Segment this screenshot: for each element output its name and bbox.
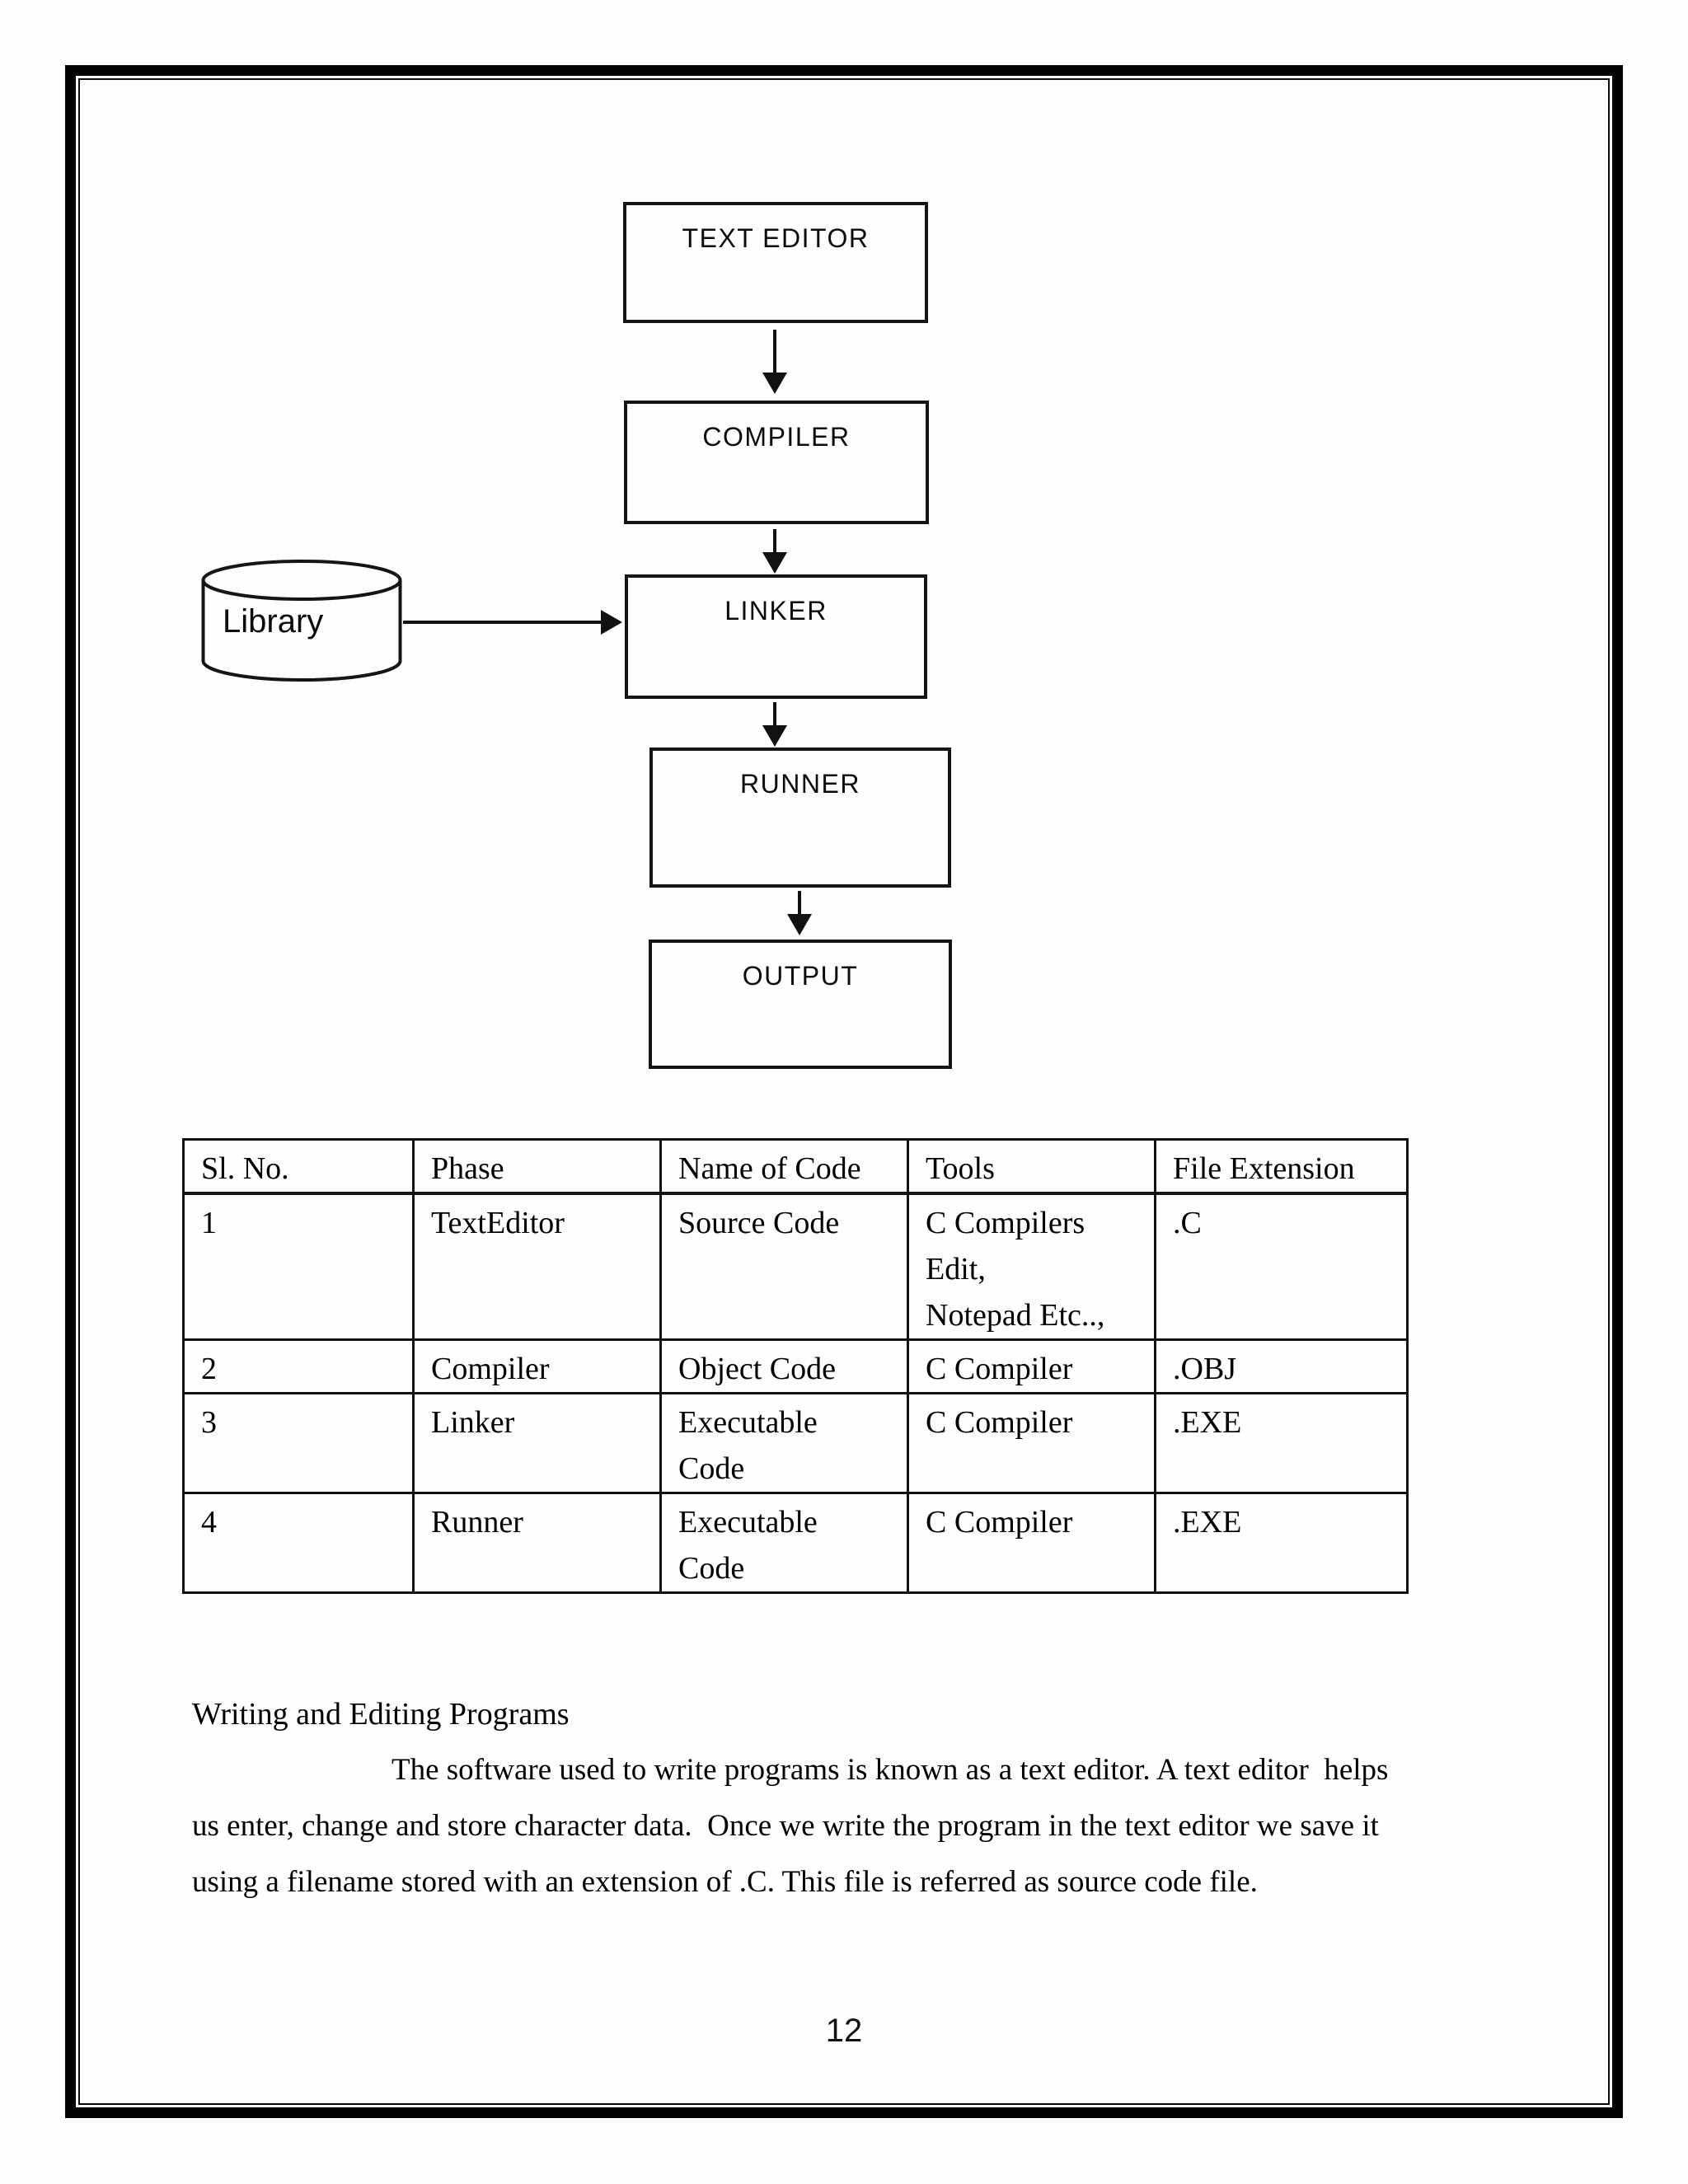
- table-cell: .OBJ: [1154, 1338, 1409, 1394]
- table-cell: .EXE: [1154, 1492, 1409, 1594]
- table-cell: Runner: [412, 1492, 662, 1594]
- table-cell: TextEditor: [412, 1192, 662, 1341]
- table-cell: C Compiler: [907, 1338, 1156, 1394]
- arrowhead-down-icon: [762, 552, 787, 574]
- page-border-inner: [78, 78, 1610, 2105]
- paragraph-line: using a filename stored with an extensio…: [192, 1865, 1258, 1899]
- arrowhead-down-icon: [762, 373, 787, 394]
- table-cell: C Compiler: [907, 1392, 1156, 1494]
- library-label: Library: [223, 603, 324, 640]
- paragraph-line: The software used to write programs is k…: [392, 1753, 1389, 1787]
- table-cell: C Compilers Edit, Notepad Etc..,: [907, 1192, 1156, 1341]
- arrow-texteditor-to-compiler: [773, 330, 776, 373]
- arrowhead-down-icon: [762, 725, 787, 747]
- col-header-slno: Sl. No.: [182, 1138, 415, 1195]
- page-number: 12: [825, 2013, 863, 2049]
- table-cell: C Compiler: [907, 1492, 1156, 1594]
- table-cell: Executable Code: [659, 1492, 909, 1594]
- table-cell: Executable Code: [659, 1392, 909, 1494]
- flow-node-runner: RUNNER: [649, 748, 951, 888]
- table-header-row: Sl. No. Phase Name of Code Tools File Ex…: [182, 1138, 1409, 1195]
- arrow-runner-to-output: [798, 891, 801, 914]
- phases-table: Sl. No. Phase Name of Code Tools File Ex…: [182, 1138, 1409, 1594]
- arrowhead-down-icon: [787, 914, 812, 935]
- flow-node-linker: LINKER: [625, 574, 927, 699]
- table-cell: Compiler: [412, 1338, 662, 1394]
- library-cylinder-icon: [201, 560, 402, 682]
- col-header-tools: Tools: [907, 1138, 1156, 1195]
- arrow-compiler-to-linker: [773, 529, 776, 552]
- table-cell: 2: [182, 1338, 415, 1394]
- table-cell: Source Code: [659, 1192, 909, 1341]
- table-row: 4 Runner Executable Code C Compiler .EXE: [182, 1492, 1409, 1594]
- table-cell: .C: [1154, 1192, 1409, 1341]
- table-cell: 3: [182, 1392, 415, 1494]
- col-header-phase: Phase: [412, 1138, 662, 1195]
- arrow-linker-to-runner: [773, 702, 776, 725]
- table-cell: Object Code: [659, 1338, 909, 1394]
- page-border-outer: [65, 65, 1623, 2118]
- table-cell: 4: [182, 1492, 415, 1594]
- section-heading: Writing and Editing Programs: [192, 1697, 570, 1732]
- arrowhead-right-icon: [601, 610, 622, 635]
- table-row: 3 Linker Executable Code C Compiler .EXE: [182, 1392, 1409, 1494]
- table-row: 2 Compiler Object Code C Compiler .OBJ: [182, 1338, 1409, 1394]
- table-row: 1 TextEditor Source Code C Compilers Edi…: [182, 1192, 1409, 1341]
- arrow-library-to-linker: [403, 621, 601, 624]
- table-cell: Linker: [412, 1392, 662, 1494]
- table-cell: .EXE: [1154, 1392, 1409, 1494]
- paragraph-line: us enter, change and store character dat…: [192, 1809, 1379, 1843]
- table-cell: 1: [182, 1192, 415, 1341]
- col-header-file-extension: File Extension: [1154, 1138, 1409, 1195]
- flow-node-compiler: COMPILER: [624, 401, 929, 524]
- flow-node-output: OUTPUT: [649, 940, 952, 1069]
- col-header-name-of-code: Name of Code: [659, 1138, 909, 1195]
- flow-node-text-editor: TEXT EDITOR: [623, 202, 928, 323]
